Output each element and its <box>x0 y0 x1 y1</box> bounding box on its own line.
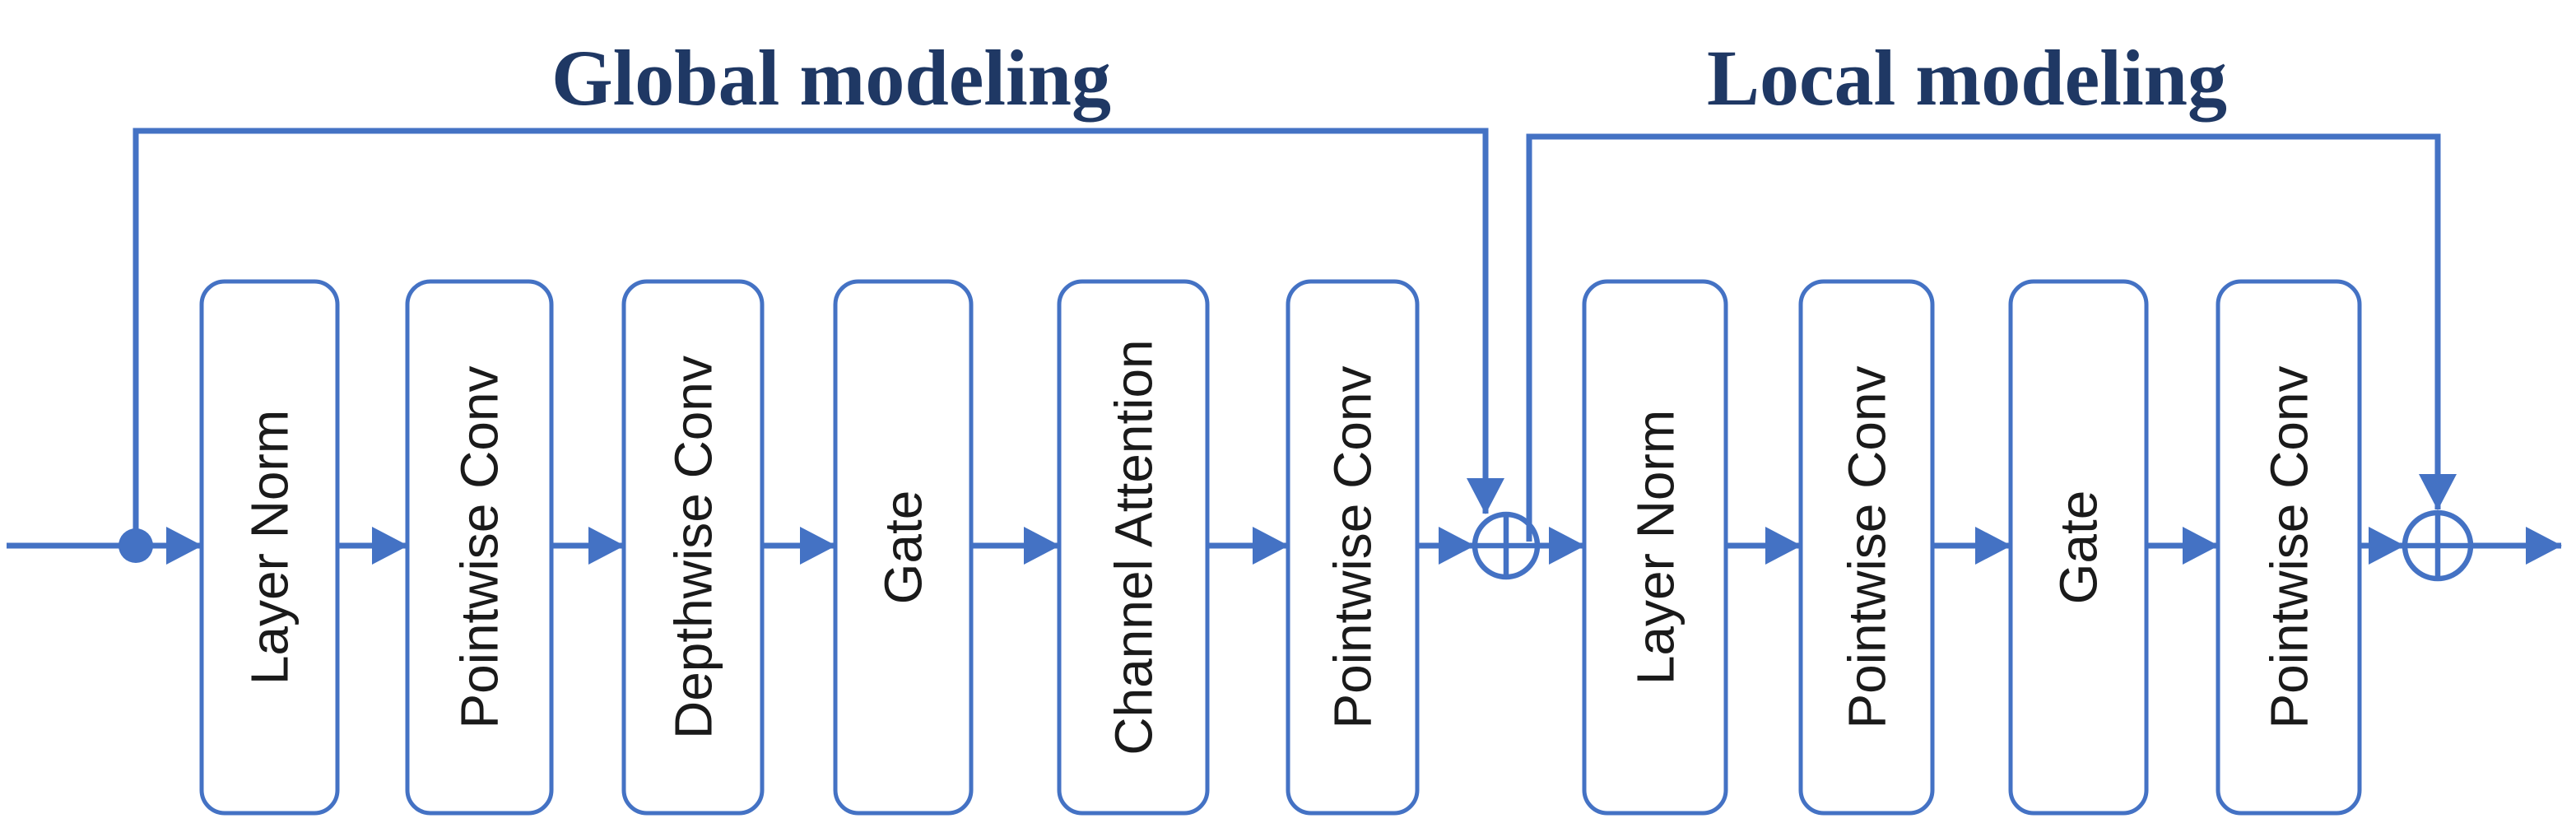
block-local-gate: Gate <box>2008 279 2149 816</box>
block-label: Pointwise Conv <box>1323 365 1382 728</box>
block-label: Layer Norm <box>239 410 299 685</box>
block-label: Gate <box>2048 491 2108 605</box>
block-global-gate: Gate <box>833 279 974 816</box>
branch-dot <box>119 528 153 563</box>
add-operator-local <box>2402 509 2474 582</box>
block-local-layer-norm: Layer Norm <box>1582 279 1728 816</box>
block-label: Gate <box>873 491 932 605</box>
block-local-pointwise-conv-2: Pointwise Conv <box>2216 279 2362 816</box>
block-global-pointwise-conv-2: Pointwise Conv <box>1286 279 1420 816</box>
block-label: Layer Norm <box>1625 410 1685 685</box>
block-label: Pointwise Conv <box>449 365 509 728</box>
block-global-depthwise-conv: Depthwise Conv <box>621 279 765 816</box>
block-label: Pointwise Conv <box>1837 365 1896 728</box>
skip-connection-global <box>133 128 1504 546</box>
title-local-modeling: Local modeling <box>1707 34 2227 122</box>
title-global-modeling: Global modeling <box>551 34 1111 122</box>
block-global-pointwise-conv-1: Pointwise Conv <box>405 279 554 816</box>
block-label: Channel Attention <box>1104 339 1163 755</box>
block-local-pointwise-conv-1: Pointwise Conv <box>1798 279 1935 816</box>
block-global-layer-norm: Layer Norm <box>199 279 340 816</box>
block-label: Depthwise Conv <box>663 356 723 739</box>
block-global-channel-attention: Channel Attention <box>1057 279 1210 816</box>
block-label: Pointwise Conv <box>2259 365 2318 728</box>
skip-connection-local <box>1526 133 2457 542</box>
